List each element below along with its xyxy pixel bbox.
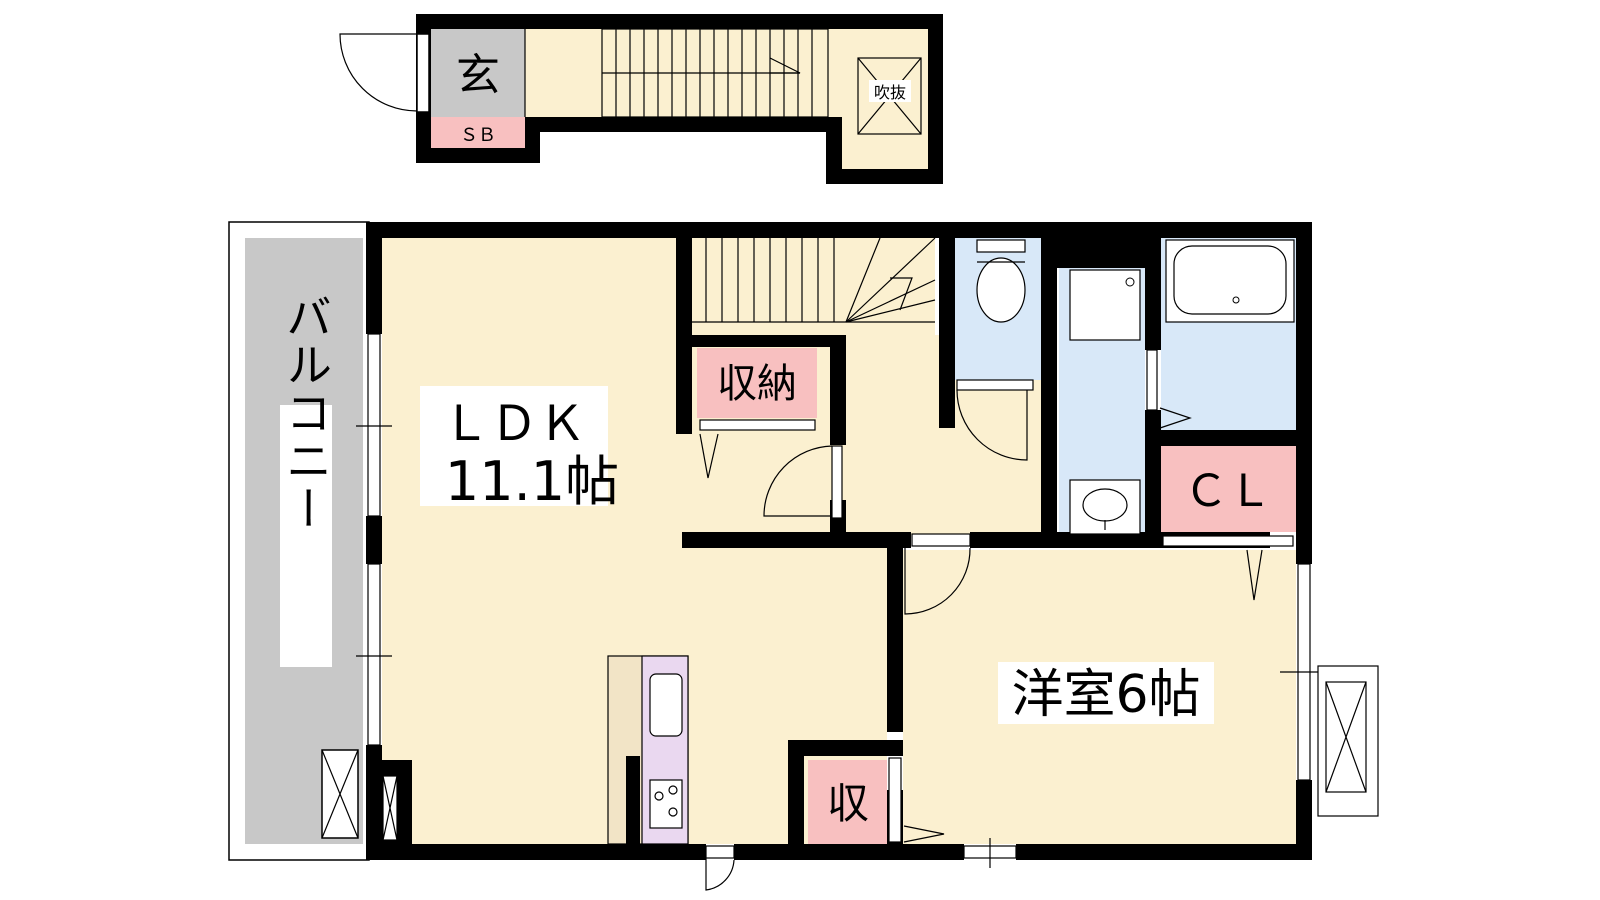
- western-room-label: 洋室6帖: [1011, 665, 1200, 725]
- closet-door-marker: [1246, 549, 1263, 601]
- main-stairs: [692, 237, 936, 323]
- sink-icon: [649, 673, 683, 737]
- shoe-box-label: ＳＢ: [460, 125, 496, 146]
- storage-door-marker: [699, 433, 719, 479]
- bathroom-door-marker: [1159, 407, 1192, 429]
- void-box: [857, 57, 922, 135]
- bathroom-door[interactable]: [1146, 349, 1158, 411]
- closet-door[interactable]: [1162, 535, 1294, 547]
- main-floor-section: バルコニー: [228, 221, 1379, 891]
- shoe-box: [431, 117, 525, 148]
- upper-stairs: [601, 28, 829, 118]
- storage-large-door[interactable]: [699, 419, 816, 431]
- stairs-floor: [692, 238, 935, 335]
- toilet-door[interactable]: [956, 379, 1034, 391]
- ldk-label: ＬＤＫ: [442, 396, 586, 452]
- closet-label: ＣＬ: [1184, 466, 1272, 517]
- storage-small-label: 収: [827, 779, 869, 828]
- toilet-door-swing: [956, 389, 1028, 461]
- toilet-icon: [976, 239, 1026, 323]
- western-room-door[interactable]: [911, 533, 971, 547]
- balcony-label: バルコニー: [279, 293, 333, 533]
- stove-icon: [649, 779, 683, 829]
- ldk-size-label: 11.1帖: [445, 450, 619, 513]
- western-room-label-bg: [998, 662, 1214, 724]
- entrance-floor-section: 玄 ＳＢ 吹抜: [339, 14, 943, 184]
- pillar-box-icon: [382, 775, 398, 841]
- stair-arrow-icon: [769, 57, 801, 74]
- storage-large-label-bg: [697, 348, 817, 418]
- entrance-door-swing: [339, 33, 418, 112]
- washbasin-icon: [1069, 479, 1141, 535]
- closet-label-bg: [1161, 446, 1296, 532]
- bathtub-icon: [1165, 239, 1295, 323]
- ac-unit-icon: [321, 749, 359, 839]
- balcony-label-bg: [280, 405, 332, 667]
- ldk-label-bg: [420, 386, 608, 506]
- storage-small-door[interactable]: [888, 757, 902, 843]
- entrance-label: 玄: [456, 50, 500, 101]
- ldk-window-upper[interactable]: [367, 333, 381, 517]
- ldk-bottom-door[interactable]: [705, 845, 735, 859]
- ldk-bottom-door-swing: [705, 858, 735, 891]
- void-label: 吹抜: [874, 83, 906, 102]
- ldk-window-lower[interactable]: [367, 563, 381, 746]
- ac-unit-icon-right: [1317, 665, 1379, 817]
- storage-small-label-bg: [808, 760, 887, 844]
- stair-arrow-icon-main: [890, 277, 913, 311]
- ldk-hall-door-swing: [763, 445, 833, 517]
- ldk-hall-door[interactable]: [831, 445, 843, 519]
- entrance-door[interactable]: [416, 33, 430, 113]
- void-floor: [842, 117, 928, 169]
- western-room-door-swing: [904, 547, 971, 615]
- washing-machine-pan-icon: [1069, 269, 1141, 341]
- entrance-floor: [431, 29, 525, 117]
- storage-small-door-marker: [903, 825, 945, 843]
- storage-large-label: 収納: [717, 361, 797, 407]
- kitchen-counter: [607, 655, 689, 845]
